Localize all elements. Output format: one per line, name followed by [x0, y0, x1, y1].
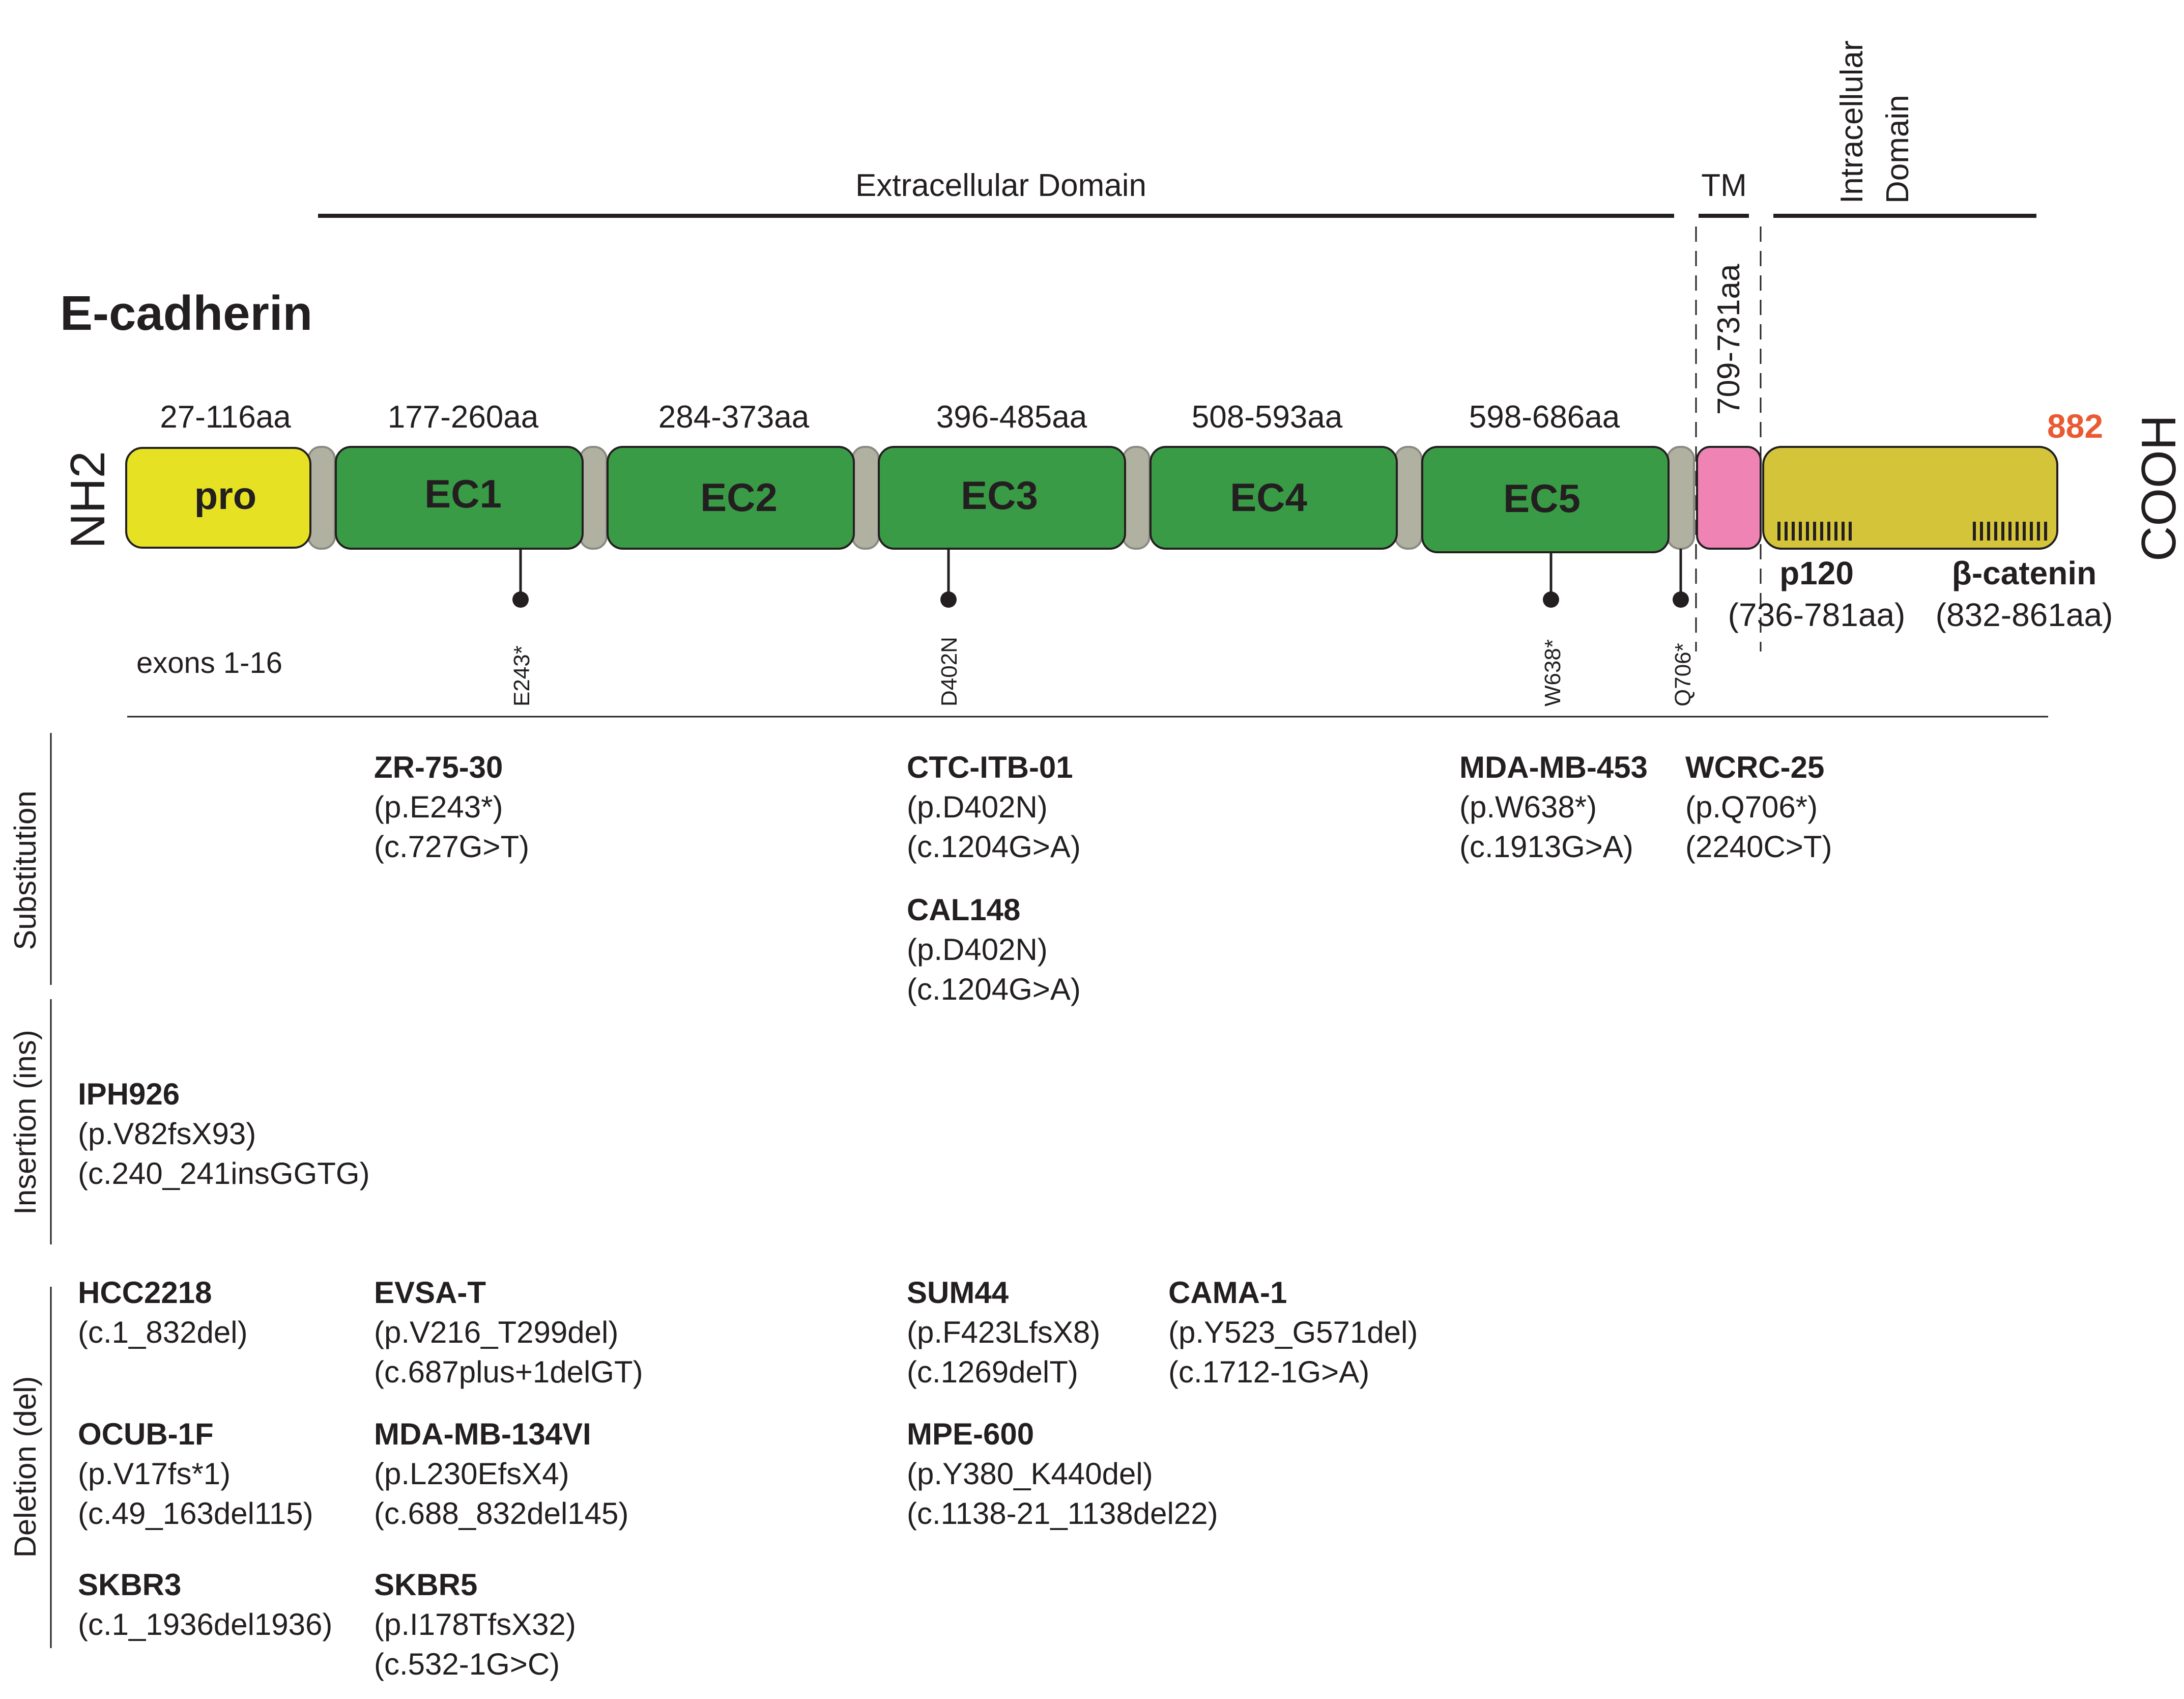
cell-line-detail: (p.L230EfsX4)	[374, 1457, 569, 1491]
linker-3	[1122, 446, 1151, 550]
cell-line-skbr3: SKBR3	[78, 1568, 181, 1602]
cell-line-detail: (p.W638*)	[1459, 790, 1597, 824]
cell-line-sum44: SUM44	[907, 1276, 1009, 1310]
tm-range-label: 709-731aa	[1711, 264, 1746, 415]
mutation-label-e243: E243*	[509, 645, 534, 706]
n-terminus-label: NH2	[61, 451, 115, 549]
domain-label-pro: pro	[194, 474, 256, 518]
intracellular-label-2: Domain	[1880, 95, 1915, 204]
cell-line-detail: (c.1138-21_1138del22)	[907, 1496, 1218, 1531]
cell-line-detail: (c.240_241insGGTG)	[78, 1156, 370, 1191]
domain-range-ec1: 177-260aa	[388, 400, 539, 435]
domain-label-ec5: EC5	[1503, 476, 1580, 521]
cell-line-detail: (2240C>T)	[1685, 830, 1832, 864]
mutation-marker-q706	[1673, 549, 1689, 608]
linker-4	[1394, 446, 1423, 550]
p120-label: p120	[1779, 555, 1854, 591]
tm-label: TM	[1701, 168, 1747, 203]
cell-line-detail: (c.1913G>A)	[1459, 830, 1633, 864]
domain-label-ec3: EC3	[961, 473, 1038, 518]
beta-catenin-range: (832-861aa)	[1936, 597, 2113, 633]
cell-line-ctc-itb-01: CTC-ITB-01	[907, 750, 1073, 784]
beta-catenin-label: β-catenin	[1952, 555, 2096, 591]
cell-line-detail: (p.D402N)	[907, 932, 1048, 967]
cell-line-detail: (c.1269delT)	[907, 1355, 1078, 1389]
mutation-marker-e243	[512, 549, 529, 608]
cell-line-detail: (c.727G>T)	[374, 830, 529, 864]
domain-label-ec4: EC4	[1230, 475, 1307, 520]
cell-line-detail: (c.1_832del)	[78, 1315, 248, 1349]
domain-label-ec2: EC2	[700, 475, 778, 520]
cell-line-detail: (p.Q706*)	[1685, 790, 1818, 824]
cell-line-skbr5: SKBR5	[374, 1568, 477, 1602]
domain-ec2	[607, 446, 855, 550]
cell-line-iph926: IPH926	[78, 1077, 180, 1111]
cell-line-evsa-t: EVSA-T	[374, 1276, 486, 1310]
domain-pro	[125, 447, 311, 549]
linker-0	[307, 446, 336, 550]
domain-label-ec1: EC1	[424, 471, 502, 516]
cell-line-ocub-1f: OCUB-1F	[78, 1417, 214, 1451]
category-deletion: Deletion (del)	[8, 1376, 42, 1558]
cell-line-detail: (c.688_832del145)	[374, 1496, 628, 1531]
cell-line-detail: (c.1204G>A)	[907, 972, 1081, 1006]
category-substitution: Substitution	[8, 790, 42, 950]
mutation-label-w638: W638*	[1540, 639, 1565, 706]
cell-line-detail: (c.1712-1G>A)	[1168, 1355, 1369, 1389]
domain-range-pro: 27-116aa	[160, 400, 291, 435]
domain-ec1	[335, 446, 584, 550]
p120-hatch	[1777, 522, 1852, 541]
linker-1	[579, 446, 608, 550]
cell-line-detail: (p.D402N)	[907, 790, 1048, 824]
cell-line-mpe-600: MPE-600	[907, 1417, 1034, 1451]
cell-line-detail: (c.532-1G>C)	[374, 1647, 560, 1681]
cell-line-zr-75-30: ZR-75-30	[374, 750, 503, 784]
cell-line-detail: (c.1204G>A)	[907, 830, 1081, 864]
cell-line-cama-1: CAMA-1	[1168, 1276, 1287, 1310]
cell-line-detail: (p.V216_T299del)	[374, 1315, 618, 1349]
protein-length: 882	[2047, 407, 2103, 445]
domain-range-ec3: 396-485aa	[936, 400, 1087, 435]
cell-line-detail: (c.49_163del115)	[78, 1496, 313, 1531]
domain-range-ec5: 598-686aa	[1469, 400, 1620, 435]
extracellular-label: Extracellular Domain	[855, 168, 1146, 203]
cell-line-mda-mb-134vi: MDA-MB-134VI	[374, 1417, 591, 1451]
cell-line-detail: (p.E243*)	[374, 790, 503, 824]
domain-ec3	[878, 446, 1126, 550]
exons-label: exons 1-16	[136, 646, 282, 679]
mutation-marker-d402n	[940, 549, 957, 608]
mutation-label-q706: Q706*	[1671, 643, 1696, 706]
cell-line-detail: (c.687plus+1delGT)	[374, 1355, 643, 1389]
domain-ec5	[1421, 446, 1670, 553]
domain-ec4	[1150, 446, 1398, 550]
cell-line-detail: (p.V82fsX93)	[78, 1117, 256, 1151]
c-terminus-label: COOH	[2132, 415, 2184, 561]
domain-range-ec4: 508-593aa	[1192, 400, 1343, 435]
cell-line-hcc2218: HCC2218	[78, 1276, 212, 1310]
linker-2	[851, 446, 880, 550]
mutation-label-d402n: D402N	[937, 637, 962, 706]
mutation-marker-w638	[1543, 552, 1559, 608]
cell-line-detail: (p.V17fs*1)	[78, 1457, 231, 1491]
cell-line-detail: (p.Y523_G571del)	[1168, 1315, 1418, 1349]
protein-title: E-cadherin	[60, 286, 312, 341]
cell-line-mda-mb-453: MDA-MB-453	[1459, 750, 1648, 784]
cell-line-wcrc-25: WCRC-25	[1685, 750, 1824, 784]
linker-5	[1666, 446, 1695, 550]
p120-range: (736-781aa)	[1728, 597, 1906, 633]
domain-range-ec2: 284-373aa	[658, 400, 810, 435]
cell-line-detail: (p.I178TfsX32)	[374, 1607, 576, 1641]
cell-line-cal148: CAL148	[907, 893, 1020, 927]
cell-line-detail: (c.1_1936del1936)	[78, 1607, 332, 1641]
intracellular-label-1: Intracellular	[1834, 41, 1870, 204]
cell-line-detail: (p.Y380_K440del)	[907, 1457, 1153, 1491]
cell-line-detail: (p.F423LfsX8)	[907, 1315, 1100, 1349]
category-insertion: Insertion (ins)	[8, 1030, 42, 1214]
domain-tm	[1696, 446, 1762, 550]
beta-catenin-hatch	[1973, 522, 2047, 541]
